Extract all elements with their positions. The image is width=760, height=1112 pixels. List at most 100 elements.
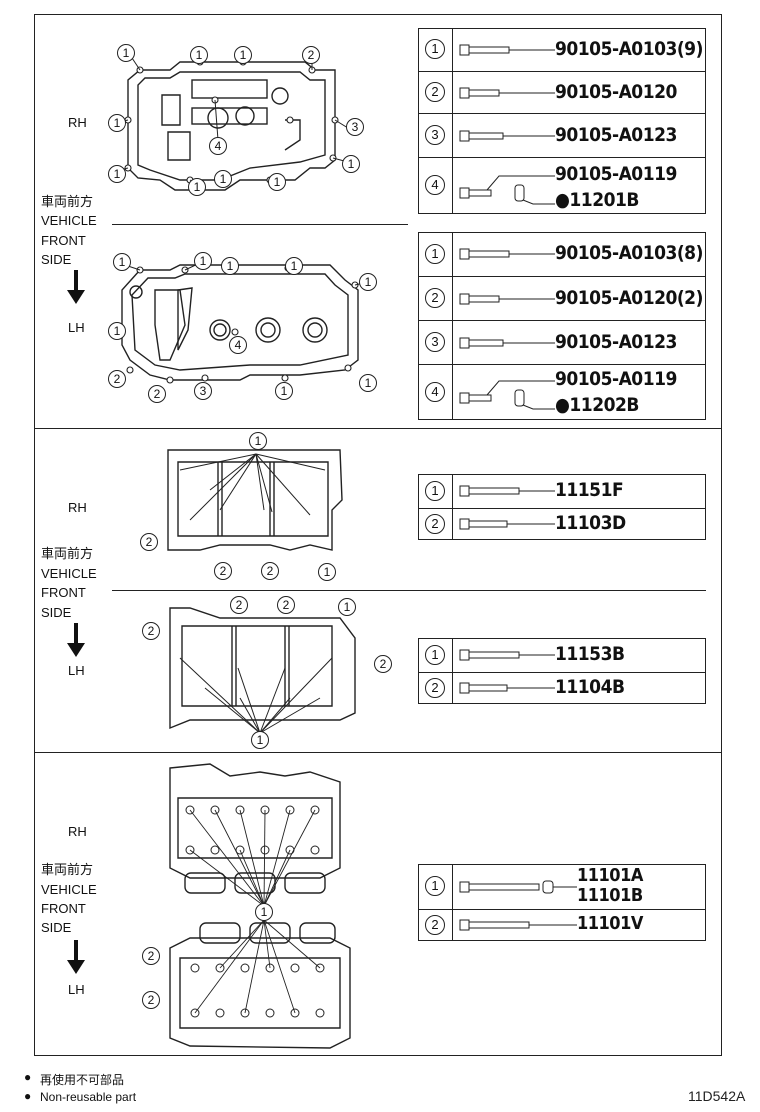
callout-2: 2 bbox=[302, 46, 320, 64]
bolt-icon bbox=[459, 518, 555, 530]
row-number: 1 bbox=[425, 244, 445, 264]
table-row: 3 90105-A0123 bbox=[419, 320, 705, 364]
row-number: 1 bbox=[425, 481, 445, 501]
vehicle-front-en: FRONT bbox=[41, 901, 86, 916]
table-row: 2 90105-A0120 bbox=[419, 71, 705, 113]
callout-3: 3 bbox=[194, 382, 212, 400]
part-number: 90105-A0120 bbox=[555, 81, 677, 103]
part-number: 11101A bbox=[577, 865, 643, 886]
row-number: 4 bbox=[425, 382, 445, 402]
part-number: 11153B bbox=[555, 643, 625, 665]
callout-3: 3 bbox=[346, 118, 364, 136]
vehicle-front-jp: 車両前方 bbox=[41, 194, 94, 209]
lh-camshaft-housing-drawing bbox=[169, 607, 356, 734]
part-number: 11101V bbox=[577, 913, 643, 934]
callout-1: 1 bbox=[113, 253, 131, 271]
table-row: 1 90105-A0103(8) bbox=[419, 233, 705, 276]
legend-en: Non-reusable part bbox=[40, 1090, 137, 1104]
callout-1: 1 bbox=[275, 382, 293, 400]
parts-table: 1 11101A 11101B 2 11101V bbox=[418, 864, 706, 941]
part-number: 11101B bbox=[577, 885, 643, 906]
callout-1: 1 bbox=[234, 46, 252, 64]
callout-4: 4 bbox=[209, 137, 227, 155]
arrow-down-icon bbox=[67, 940, 85, 974]
part-number: 90105-A0103(8) bbox=[555, 242, 703, 264]
part-number: 90105-A0119 bbox=[555, 368, 677, 390]
callout-1: 1 bbox=[108, 165, 126, 183]
parts-table-lh: 1 90105-A0103(8) 2 90105-A0120(2) 3 9010… bbox=[418, 232, 706, 420]
parts-table-rh: 1 11151F 2 11103D bbox=[418, 474, 706, 540]
bolt-icon bbox=[459, 44, 555, 56]
bolt-icon bbox=[459, 248, 555, 260]
part-number: 11104B bbox=[555, 676, 625, 698]
rh-label: RH bbox=[68, 824, 87, 839]
lh-cylinder-head-cover-drawing bbox=[118, 261, 369, 384]
vehicle-front-en: SIDE bbox=[41, 252, 72, 267]
callout-1: 1 bbox=[268, 173, 286, 191]
callout-1: 1 bbox=[214, 170, 232, 188]
callout-1: 1 bbox=[117, 44, 135, 62]
table-row: 1 11151F bbox=[419, 475, 705, 508]
callout-2: 2 bbox=[374, 655, 392, 673]
row-number: 2 bbox=[425, 514, 445, 534]
part-number: 90105-A0119 bbox=[555, 163, 677, 185]
non-reusable-bullet: ● bbox=[24, 1089, 32, 1103]
row-number: 3 bbox=[425, 125, 445, 145]
callout-1: 1 bbox=[255, 903, 273, 921]
vehicle-front-en: FRONT bbox=[41, 233, 86, 248]
callout-1: 1 bbox=[251, 731, 269, 749]
callout-2: 2 bbox=[108, 370, 126, 388]
table-row: 2 11103D bbox=[419, 508, 705, 539]
callout-1: 1 bbox=[285, 257, 303, 275]
part-number: 11103D bbox=[555, 512, 626, 534]
callout-2: 2 bbox=[277, 596, 295, 614]
part-number: 90105-A0120(2) bbox=[555, 287, 703, 309]
part-number: 11151F bbox=[555, 479, 624, 501]
rh-label: RH bbox=[68, 500, 87, 515]
vehicle-front-jp: 車両前方 bbox=[41, 546, 94, 561]
row-number: 2 bbox=[425, 288, 445, 308]
vehicle-front-en: SIDE bbox=[41, 920, 72, 935]
bolt-icon bbox=[459, 682, 555, 694]
table-row: 1 90105-A0103(9) bbox=[419, 29, 705, 71]
arrow-down-icon bbox=[67, 270, 85, 304]
row-number: 2 bbox=[425, 915, 445, 935]
row-number: 2 bbox=[425, 82, 445, 102]
callout-1: 1 bbox=[108, 322, 126, 340]
callout-2: 2 bbox=[142, 622, 160, 640]
bolt-icon bbox=[459, 293, 555, 305]
table-row: 2 11104B bbox=[419, 672, 705, 703]
parts-table-rh: 1 90105-A0103(9) 2 90105-A0120 3 90105-A… bbox=[418, 28, 706, 214]
vehicle-front-en: VEHICLE bbox=[41, 213, 97, 228]
callout-4: 4 bbox=[229, 336, 247, 354]
section-divider bbox=[34, 428, 722, 429]
cylinder-head-drawing bbox=[169, 763, 351, 1049]
vehicle-front-en: VEHICLE bbox=[41, 882, 97, 897]
rh-label: RH bbox=[68, 115, 87, 130]
part-number: 90105-A0103(9) bbox=[555, 38, 703, 60]
bolt-icon bbox=[459, 87, 555, 99]
callout-2: 2 bbox=[214, 562, 232, 580]
part-number: 90105-A0123 bbox=[555, 331, 677, 353]
callout-2: 2 bbox=[148, 385, 166, 403]
bolt-with-washer-icon bbox=[459, 880, 577, 894]
callout-1: 1 bbox=[359, 374, 377, 392]
table-row: 2 11101V bbox=[419, 909, 705, 940]
bolt-icon bbox=[459, 130, 555, 142]
legend-jp: 再使用不可部品 bbox=[40, 1073, 125, 1087]
bolt-with-washer-icon bbox=[459, 380, 555, 410]
callout-2: 2 bbox=[140, 533, 158, 551]
row-number: 1 bbox=[425, 876, 445, 896]
table-row: 4 90105-A0119 ●11201B bbox=[419, 157, 705, 213]
diagram-frame bbox=[34, 14, 722, 1056]
arrow-down-icon bbox=[67, 623, 85, 657]
rh-lh-divider bbox=[112, 590, 706, 591]
vehicle-front-jp: 車両前方 bbox=[41, 862, 94, 877]
rh-cylinder-head-cover-drawing bbox=[119, 51, 349, 191]
bolt-icon bbox=[459, 919, 577, 931]
row-number: 1 bbox=[425, 645, 445, 665]
part-number: ●11202B bbox=[555, 394, 639, 416]
lh-label: LH bbox=[68, 320, 85, 335]
callout-1: 1 bbox=[194, 252, 212, 270]
rh-camshaft-housing-drawing bbox=[167, 449, 343, 551]
